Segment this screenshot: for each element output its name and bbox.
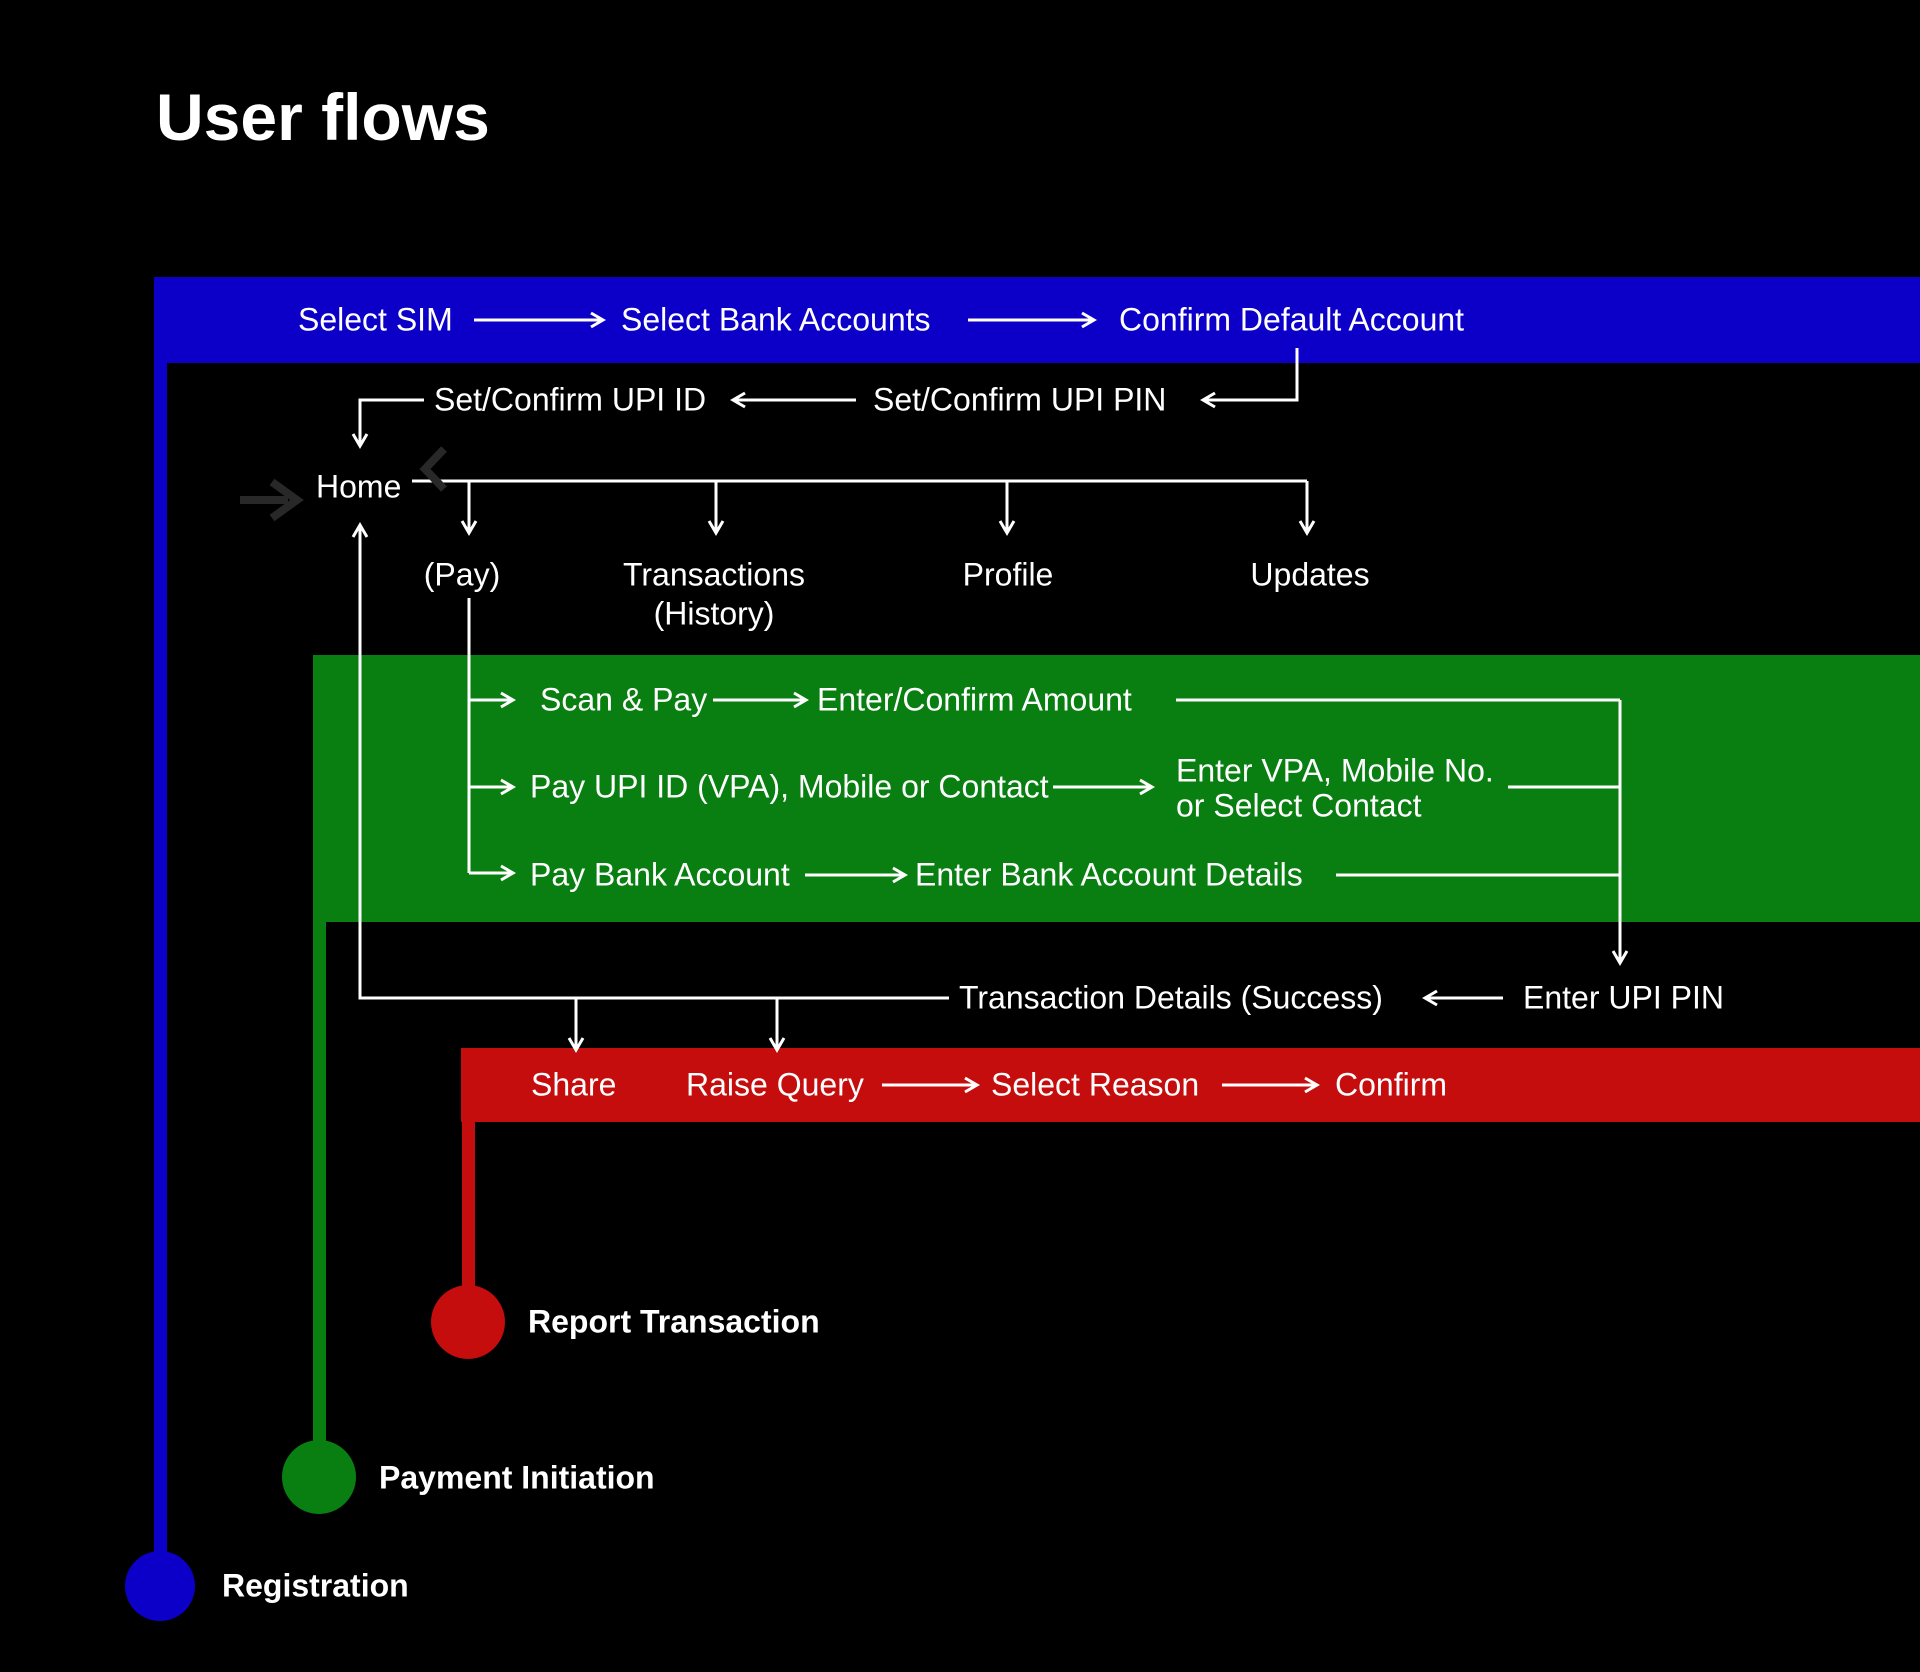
node-set-confirm-upi-pin: Set/Confirm UPI PIN: [873, 381, 1167, 418]
report-trunk-line: [462, 1121, 475, 1287]
node-profile: Profile: [962, 556, 1054, 593]
node-confirm: Confirm: [1335, 1066, 1448, 1103]
node-updates: Updates: [1250, 556, 1370, 593]
ghost-arrow-right-icon: [240, 478, 304, 522]
white-flow-lines: [351, 311, 1629, 1094]
node-enter-upi-pin: Enter UPI PIN: [1523, 979, 1724, 1016]
report-legend-dot: [431, 1285, 505, 1359]
registration-trunk-line: [154, 362, 167, 1554]
arrow-default-to-pin: [1200, 348, 1299, 409]
node-pay: (Pay): [423, 556, 501, 593]
node-scan-pay: Scan & Pay: [540, 681, 708, 718]
node-transactions: Transactions: [623, 556, 805, 593]
node-enter-confirm-amount: Enter/Confirm Amount: [817, 681, 1132, 718]
node-set-confirm-upi-id: Set/Confirm UPI ID: [434, 381, 707, 418]
ghost-chevron-left-icon: [419, 446, 447, 492]
payment-trunk-line: [313, 921, 326, 1442]
node-transaction-details-success: Transaction Details (Success): [959, 979, 1383, 1016]
node-pay-bank-account: Pay Bank Account: [530, 856, 790, 893]
arrow-id-to-home: [351, 398, 424, 449]
page-title: User flows: [156, 80, 490, 154]
node-confirm-default-account: Confirm Default Account: [1119, 301, 1465, 338]
node-enter-bank-account-details: Enter Bank Account Details: [915, 856, 1303, 893]
node-enter-vpa-line1: Enter VPA, Mobile No.: [1176, 752, 1494, 789]
node-raise-query: Raise Query: [686, 1066, 864, 1103]
node-select-sim: Select SIM: [298, 301, 453, 338]
node-pay-upi-id: Pay UPI ID (VPA), Mobile or Contact: [530, 768, 1049, 805]
payment-legend-dot: [282, 1440, 356, 1514]
node-transactions-history: (History): [653, 595, 775, 632]
node-share: Share: [531, 1066, 617, 1103]
legend-report-transaction: Report Transaction: [528, 1303, 820, 1340]
node-enter-vpa-line2: or Select Contact: [1176, 787, 1422, 824]
node-select-reason: Select Reason: [991, 1066, 1200, 1103]
ghost-arrows: [240, 446, 447, 522]
registration-legend-dot: [125, 1551, 195, 1621]
arrow-txndetails-to-home: [351, 522, 949, 1000]
legend-payment-initiation: Payment Initiation: [379, 1459, 655, 1496]
node-select-bank-accounts: Select Bank Accounts: [621, 301, 931, 338]
legend-registration: Registration: [222, 1567, 409, 1604]
node-home: Home: [316, 468, 402, 505]
report-band: [461, 1048, 1920, 1122]
